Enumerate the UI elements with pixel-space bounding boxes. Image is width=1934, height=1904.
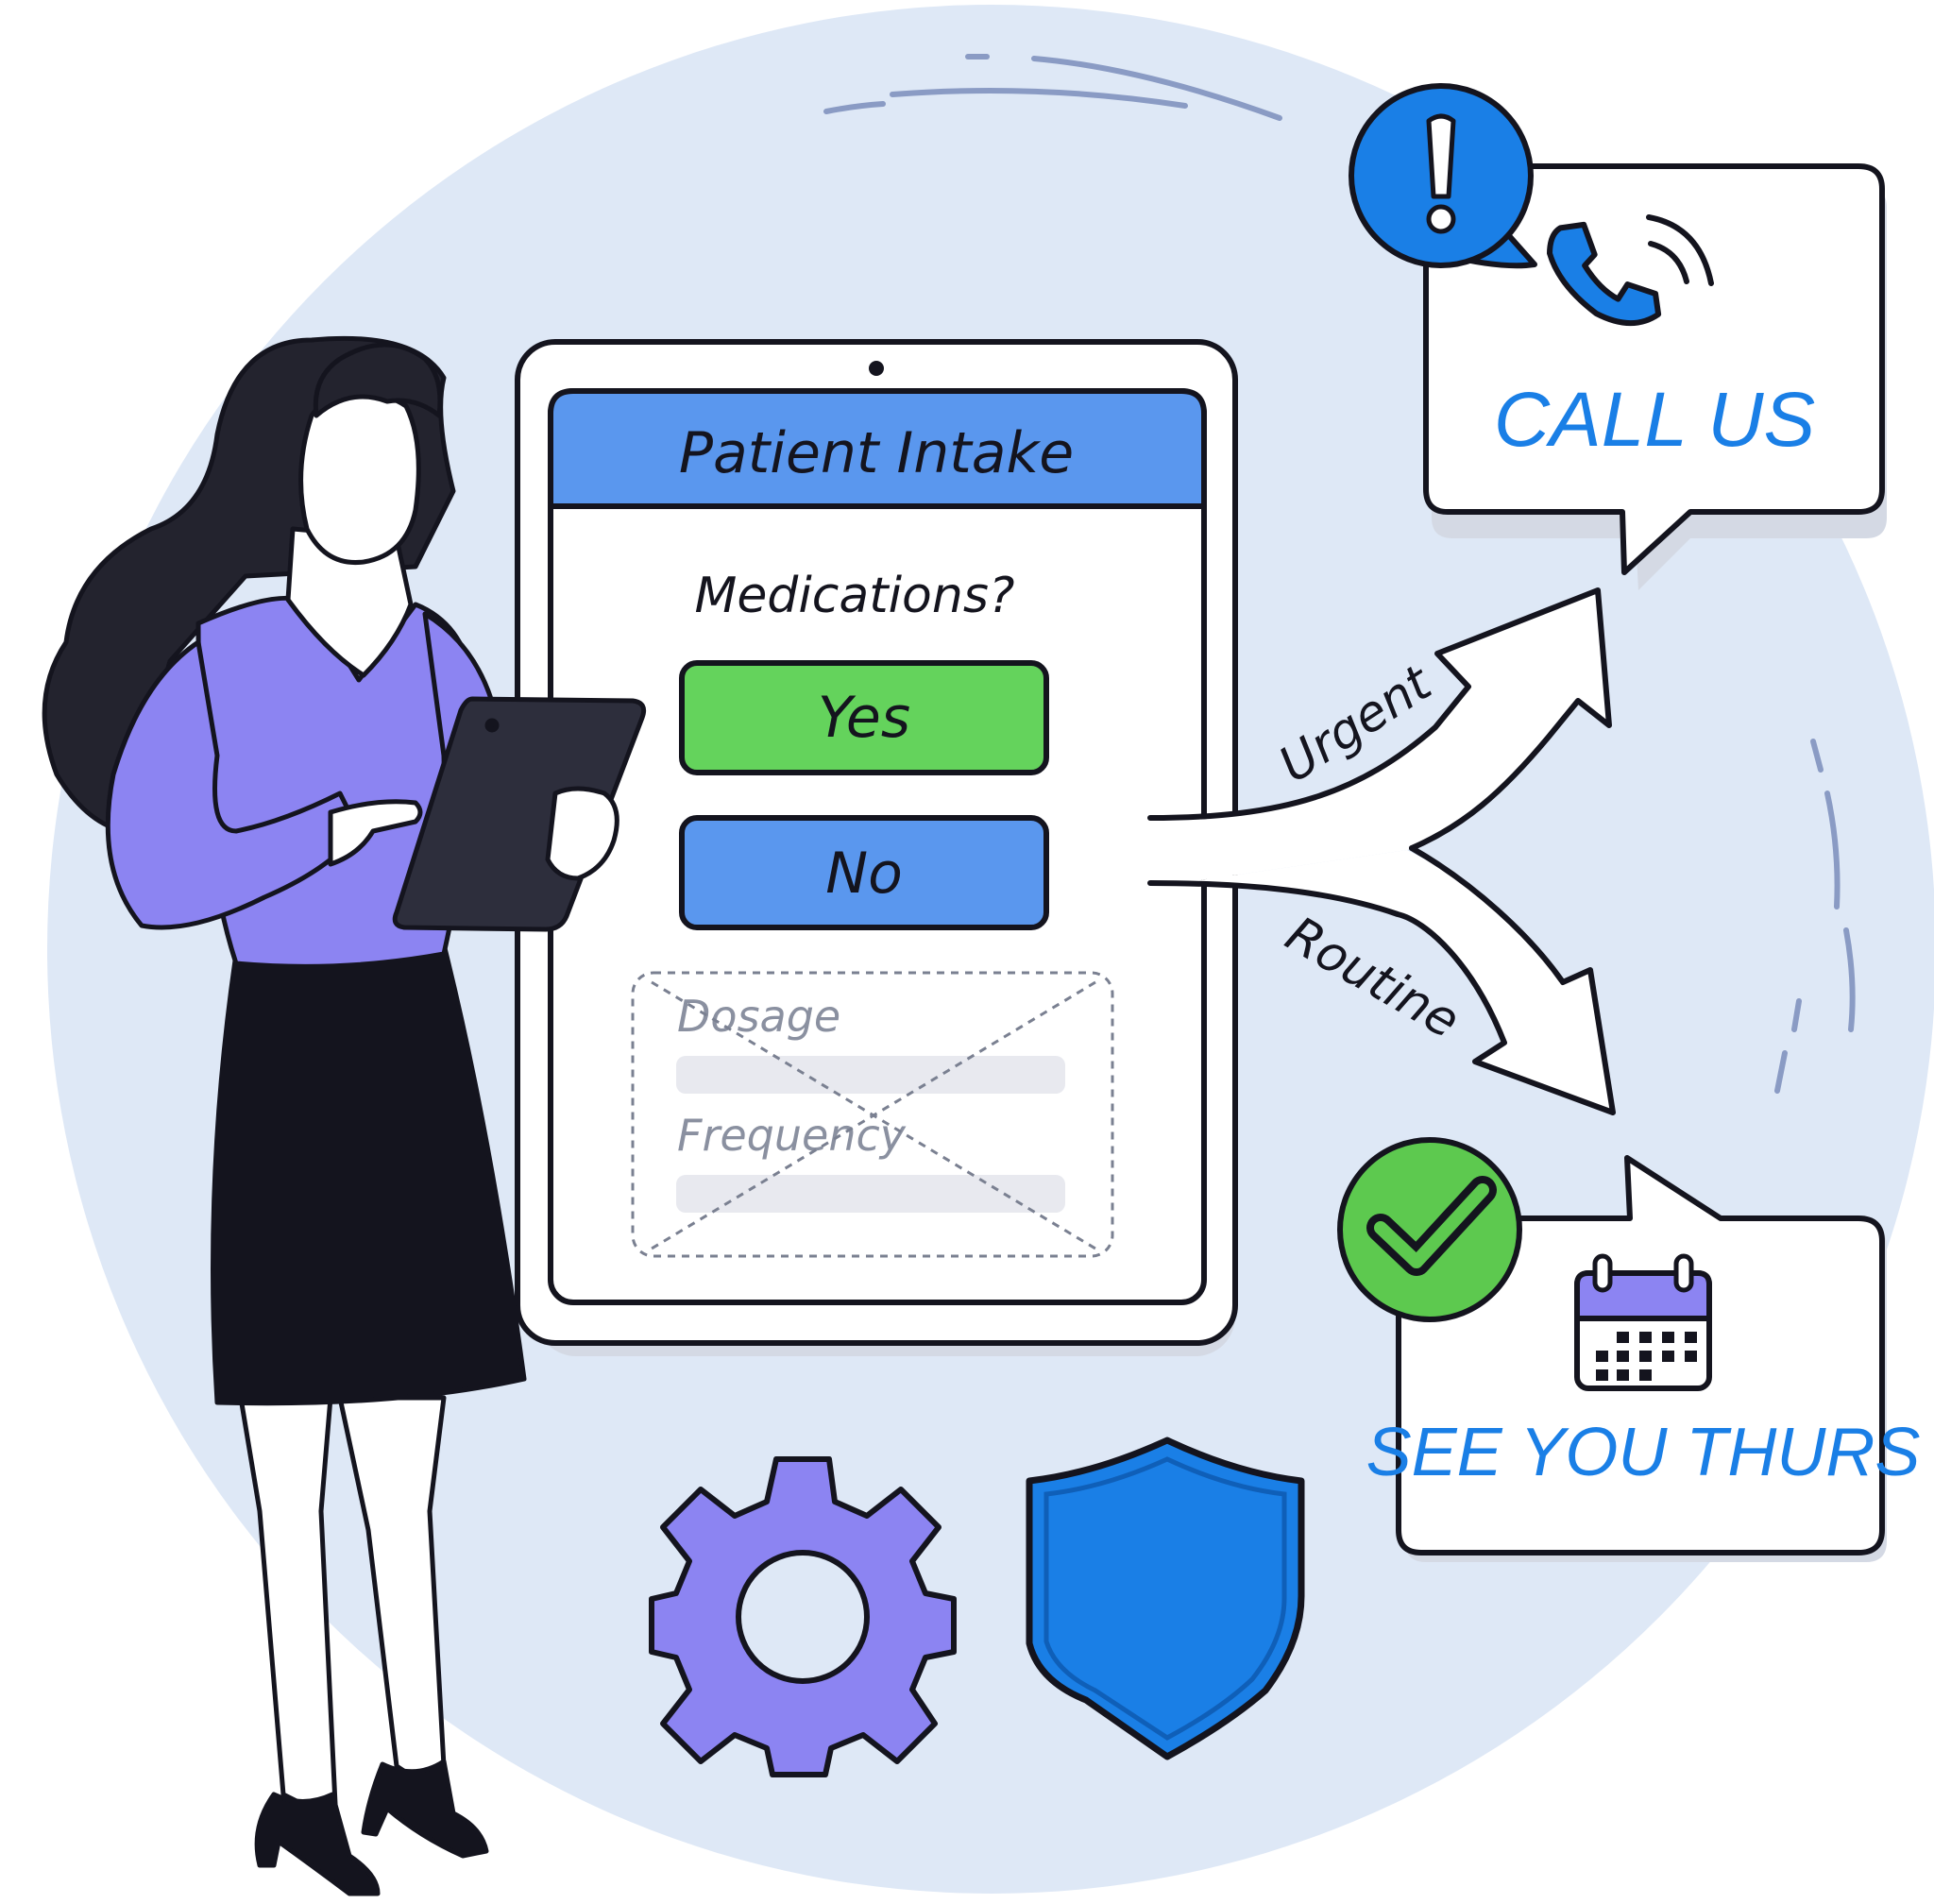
left-arm — [105, 639, 362, 930]
woman-figure — [42, 335, 647, 1896]
exclamation-icon — [1426, 113, 1456, 234]
skirt — [211, 942, 527, 1406]
right-shoe — [361, 1759, 489, 1859]
shield-icon — [1026, 1436, 1305, 1760]
handheld-tablet-camera — [484, 718, 500, 733]
exclamation-badge — [1349, 83, 1537, 269]
frequency-label: Frequency — [677, 1110, 907, 1161]
gear-icon — [649, 1456, 957, 1777]
left-shoe — [254, 1792, 381, 1896]
no-button-label: No — [825, 841, 903, 907]
dosage-field — [676, 1056, 1065, 1094]
see-you-thurs-text: SEE YOU THURS — [1366, 1415, 1921, 1490]
phone-ring-waves — [1646, 214, 1714, 286]
hair-front — [313, 342, 443, 418]
face — [298, 391, 421, 566]
dosage-label: Dosage — [677, 991, 840, 1042]
cross-out-mark — [651, 980, 1096, 1250]
yes-button-label: Yes — [818, 685, 910, 751]
form-title: Patient Intake — [679, 420, 1074, 486]
calendar-icon — [1574, 1253, 1712, 1391]
urgent-outcome-card: CALL US — [1423, 163, 1887, 590]
question-label: Medications? — [694, 568, 1014, 624]
frequency-field — [676, 1175, 1065, 1213]
left-hand — [328, 799, 423, 867]
disabled-fields-panel: Dosage Frequency — [631, 971, 1114, 1258]
yes-button[interactable]: Yes — [679, 660, 1049, 775]
right-hand — [545, 786, 619, 881]
phone-icon — [1547, 221, 1662, 327]
call-us-text: CALL US — [1494, 377, 1815, 463]
check-badge — [1337, 1137, 1522, 1322]
routine-outcome-card: SEE YOU THURS — [1366, 1155, 1921, 1562]
motion-dashes — [823, 54, 1856, 1094]
neck — [285, 526, 414, 678]
urgent-arrow — [1147, 590, 1609, 888]
tablet-device: Patient Intake Medications? Yes No Dosag… — [515, 339, 1238, 1356]
no-button[interactable]: No — [679, 815, 1049, 930]
left-leg — [238, 1395, 338, 1811]
tablet-camera — [869, 361, 884, 376]
routine-arrow — [1147, 850, 1613, 1113]
form-header-bar — [548, 388, 1207, 509]
